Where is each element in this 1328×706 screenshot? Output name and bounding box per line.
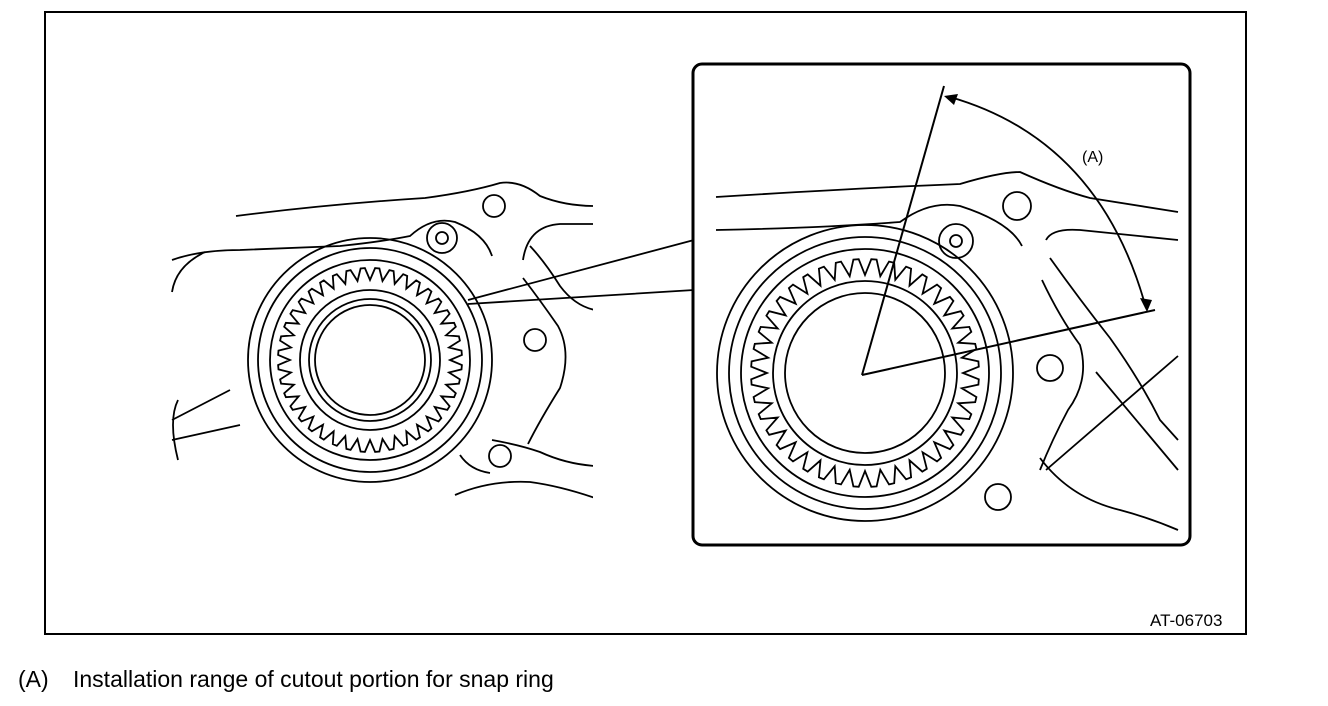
overview-drawing: [171, 181, 593, 499]
arc-arrowhead-start: [944, 94, 958, 105]
detail-drawing: [715, 85, 1179, 531]
legend-key: (A): [18, 666, 49, 692]
angle-range-arc: [949, 96, 1147, 309]
figure-frame: [44, 11, 1247, 635]
figure-id: AT-06703: [1150, 611, 1223, 630]
callout-label-a: (A): [1082, 149, 1103, 166]
legend-item: (A) Installation range of cutout portion …: [18, 666, 554, 693]
leader-lines: [467, 239, 695, 305]
detail-inset-frame: [691, 62, 1192, 547]
arc-arrowhead-end: [1140, 298, 1152, 312]
legend-text: Installation range of cutout portion for…: [73, 666, 554, 692]
